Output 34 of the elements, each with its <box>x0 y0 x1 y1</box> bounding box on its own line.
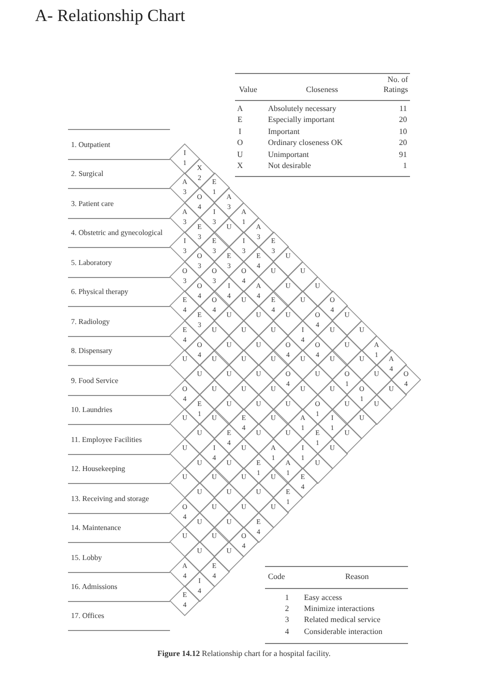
table-cell: 11 <box>399 104 407 114</box>
table-cell: U <box>237 150 243 160</box>
table-header: Code <box>268 572 285 582</box>
table-cell: 3 <box>285 615 289 625</box>
table-cell: 20 <box>399 115 407 125</box>
table-cell: I <box>238 126 242 136</box>
table-cell: Unimportant <box>268 150 309 160</box>
table-cell: Minimize interactions <box>304 604 374 614</box>
table-header: Value <box>239 85 258 94</box>
table-cell: Considerable interaction <box>304 626 382 636</box>
table-cell: E <box>238 115 242 125</box>
table-cell: 10 <box>399 126 407 136</box>
table-cell: 1 <box>285 593 289 602</box>
table-cell: Not desirable <box>268 161 311 170</box>
table-cell: Absolutely necessary <box>268 104 336 114</box>
table-cell: Related medical service <box>304 615 380 625</box>
table-cell: Important <box>268 126 300 136</box>
table-cell: Ordinary closeness OK <box>268 138 343 148</box>
table-cell: O <box>237 138 243 148</box>
table-cell: 2 <box>285 604 289 614</box>
table-header: Closeness <box>306 85 338 94</box>
table-cell: X <box>237 161 243 170</box>
table-cell: 4 <box>285 626 289 636</box>
table-cell: Especially important <box>268 115 334 125</box>
table-cell: 1 <box>403 161 407 170</box>
chart-title: A- Relationship Chart <box>35 6 186 26</box>
table-cell: 91 <box>399 150 407 160</box>
department-row <box>68 601 170 630</box>
table-cell: 20 <box>399 138 407 148</box>
table-cell: Easy access <box>304 593 342 602</box>
figure-caption: Figure 14.12 Relationship chart for a hospital facility. <box>157 649 331 658</box>
table-cell: A <box>237 104 243 114</box>
table-header: No. of Ratings <box>382 75 408 94</box>
table-header: Reason <box>345 572 369 582</box>
